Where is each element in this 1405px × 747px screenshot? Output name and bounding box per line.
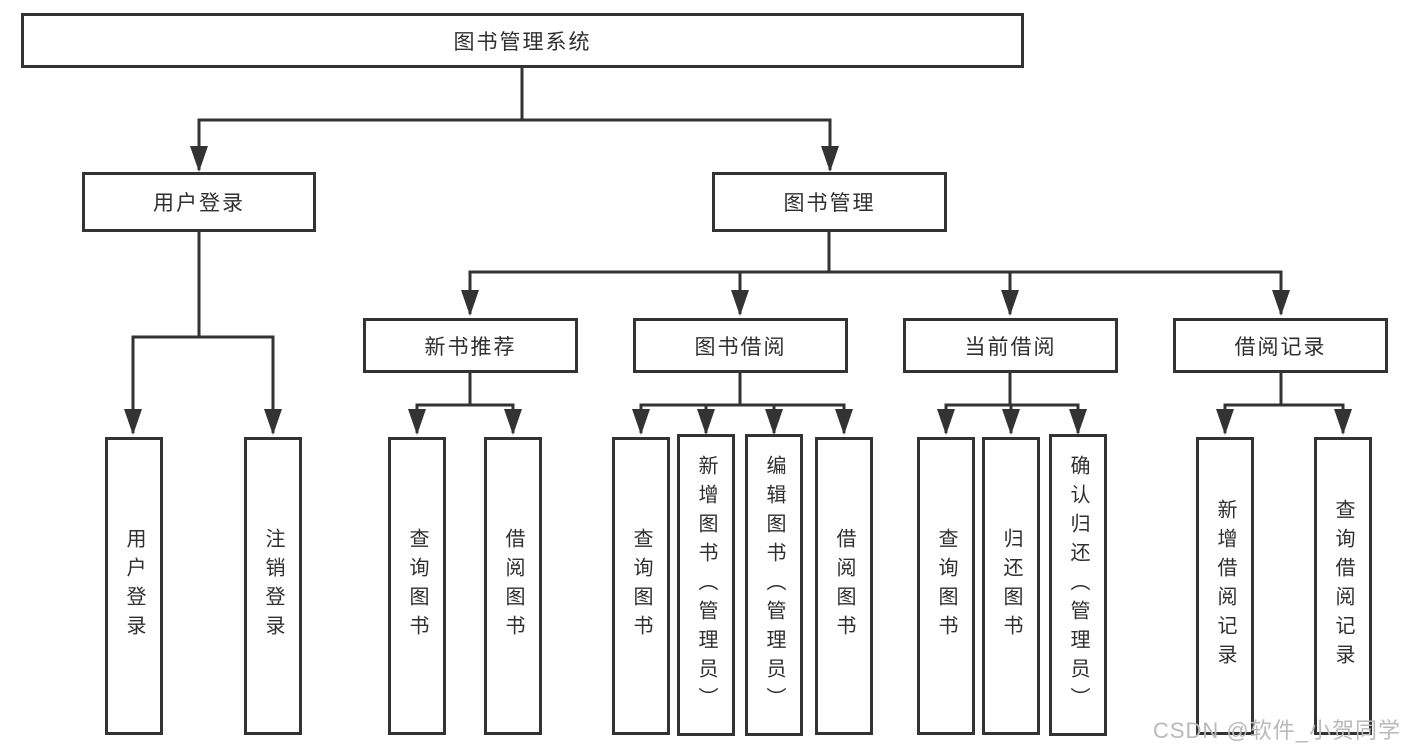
leaf-add-books-admin-label: 新增图书（管理员） [695, 454, 717, 716]
node-current-borrow-label: 当前借阅 [964, 335, 1057, 359]
leaf-logout: 注销登录 [244, 437, 302, 735]
leaf-add-borrow-record-label: 新增借阅记录 [1214, 499, 1236, 673]
csdn-watermark: CSDN @软件_小贺同学 [1152, 718, 1401, 743]
leaf-query-borrow-record: 查询借阅记录 [1314, 437, 1372, 735]
node-user-login: 用户登录 [82, 172, 316, 232]
node-book-management-system-label: 图书管理系统 [453, 30, 592, 54]
leaf-query-books-recommend: 查询图书 [388, 437, 446, 735]
connector-current [937, 373, 1087, 435]
leaf-borrow-books-label: 借阅图书 [833, 528, 855, 644]
leaf-query-books-borrow-label: 查询图书 [630, 528, 652, 644]
leaf-add-books-admin: 新增图书（管理员） [677, 434, 735, 736]
leaf-confirm-return-admin-label: 确认归还（管理员） [1067, 454, 1089, 716]
leaf-query-borrow-record-label: 查询借阅记录 [1332, 499, 1354, 673]
node-borrow-records-label: 借阅记录 [1234, 335, 1327, 359]
node-new-book-recommend-label: 新书推荐 [424, 335, 517, 359]
node-book-manage-label: 图书管理 [783, 192, 876, 215]
node-borrow-records: 借阅记录 [1173, 318, 1388, 373]
node-book-borrow: 图书借阅 [633, 318, 848, 373]
leaf-query-books-borrow: 查询图书 [612, 437, 670, 735]
connector-root [190, 67, 839, 172]
node-current-borrow: 当前借阅 [903, 318, 1118, 373]
leaf-user-login-label: 用户登录 [123, 528, 145, 644]
connector-new-book [408, 373, 522, 435]
node-book-manage: 图书管理 [712, 172, 947, 232]
leaf-query-books-current: 查询图书 [917, 437, 975, 735]
connector-manage [461, 232, 1290, 316]
leaf-add-borrow-record: 新增借阅记录 [1196, 437, 1254, 735]
leaf-borrow-books-recommend-label: 借阅图书 [502, 528, 524, 644]
node-book-borrow-label: 图书借阅 [694, 335, 787, 359]
connector-login [124, 232, 282, 435]
node-book-management-system: 图书管理系统 [21, 13, 1024, 68]
node-user-login-label: 用户登录 [153, 192, 245, 215]
connector-records [1216, 373, 1352, 435]
leaf-edit-books-admin-label: 编辑图书（管理员） [763, 454, 785, 716]
leaf-query-books-recommend-label: 查询图书 [406, 528, 428, 644]
leaf-return-books: 归还图书 [982, 437, 1040, 735]
leaf-logout-label: 注销登录 [262, 528, 284, 644]
connector-borrow [632, 373, 853, 435]
leaf-edit-books-admin: 编辑图书（管理员） [745, 434, 803, 736]
leaf-return-books-label: 归还图书 [1000, 528, 1022, 644]
node-new-book-recommend: 新书推荐 [363, 318, 578, 373]
leaf-borrow-books: 借阅图书 [815, 437, 873, 735]
leaf-user-login: 用户登录 [105, 437, 163, 735]
leaf-confirm-return-admin: 确认归还（管理员） [1049, 434, 1107, 736]
leaf-borrow-books-recommend: 借阅图书 [484, 437, 542, 735]
leaf-query-books-current-label: 查询图书 [935, 528, 957, 644]
